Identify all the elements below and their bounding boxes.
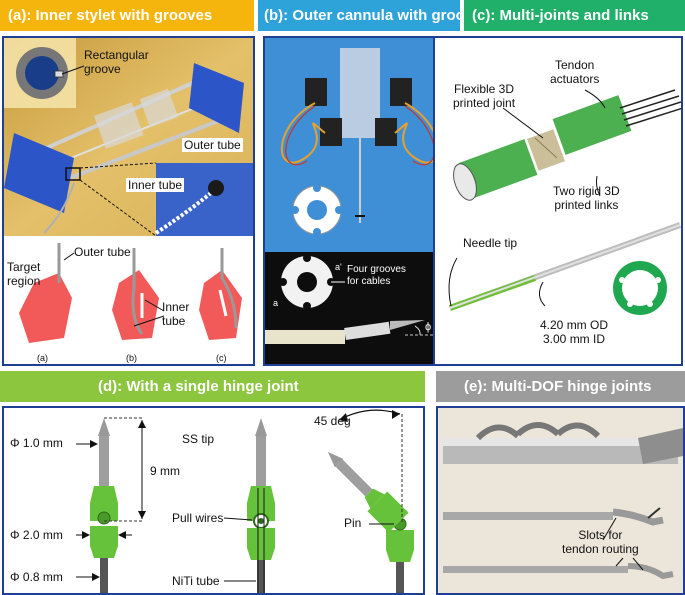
- hinge-tube-middle: [443, 507, 664, 526]
- label-ss-tip: SS tip: [182, 432, 215, 446]
- header-d: (d): With a single hinge joint: [0, 371, 425, 402]
- hinge-tube-bottom: [443, 563, 674, 580]
- label-phi-1: Φ 1.0 mm: [10, 436, 63, 450]
- label-slots-tendon: Slots for tendon routing: [562, 528, 639, 556]
- label-45-deg: 45 deg: [314, 414, 351, 428]
- label-four-grooves: Four grooves for cables: [347, 264, 406, 287]
- label-phi: ϕ: [425, 321, 432, 333]
- panel-b: Four grooves for cables a' a ϕ: [263, 36, 458, 366]
- label-pull-wires: Pull wires: [172, 511, 224, 525]
- label-target-region: Target region: [7, 260, 41, 288]
- groove-inner-disc: [25, 56, 59, 90]
- needle-bent-right: [327, 451, 414, 593]
- label-a: a: [273, 298, 279, 308]
- panel-c-figure: [448, 89, 681, 315]
- tissue-b: [112, 270, 159, 340]
- needle-straight-left: [90, 418, 118, 593]
- label-flexible-joint: Flexible 3D printed joint: [453, 82, 516, 110]
- label-outer-tube: Outer tube: [74, 245, 131, 259]
- label-dimensions: 4.20 mm OD 3.00 mm ID: [540, 318, 609, 346]
- panel-a-figure: [4, 38, 253, 343]
- label-a-prime: a': [335, 262, 342, 272]
- tissue-c: [199, 270, 242, 340]
- label-rectangular-groove: Rectangular groove: [84, 48, 149, 76]
- header-e: (e): Multi-DOF hinge joints: [436, 371, 685, 402]
- label-needle-tip: Needle tip: [463, 236, 518, 250]
- label-sub-b: (b): [126, 353, 137, 363]
- rigid-link-left: [453, 139, 538, 201]
- zoom-inset: [156, 163, 253, 236]
- blue-plate-right: [189, 63, 244, 133]
- label-niti-tube: NiTi tube: [172, 574, 220, 588]
- label-phi-2: Φ 2.0 mm: [10, 528, 63, 542]
- blue-plate-left: [4, 133, 74, 213]
- panel-d: Φ 1.0 mm Φ 2.0 mm Φ 0.8 mm 9 mm SS tip P…: [2, 406, 425, 595]
- label-9mm: 9 mm: [150, 464, 180, 478]
- rigid-link-right: [552, 95, 632, 155]
- label-sub-a: (a): [37, 353, 48, 363]
- cannula-photo: [265, 330, 345, 344]
- panel-a: Rectangular groove Outer tube Inner tube…: [2, 36, 255, 366]
- label-inner-tube: Inner tube: [162, 300, 190, 328]
- header-b: (b): Outer cannula with grooves: [258, 0, 490, 31]
- cross-section-ring: [613, 261, 667, 315]
- cross-section-disc-top: [291, 184, 343, 236]
- needle-section-middle: [247, 418, 275, 593]
- panel-e: Slots for tendon routing: [436, 406, 685, 595]
- hinge-tube-large: [443, 422, 683, 464]
- cross-section-disc-bottom: [279, 254, 335, 310]
- label-inner-tube-photo: Inner tube: [126, 178, 185, 192]
- label-rigid-links: Two rigid 3D printed links: [553, 184, 620, 212]
- label-phi-08: Φ 0.8 mm: [10, 570, 63, 584]
- label-pin: Pin: [344, 516, 362, 530]
- header-a: (a): Inner stylet with grooves: [0, 0, 254, 31]
- label-tendon-actuators: Tendon actuators: [550, 58, 600, 86]
- flexible-joint: [527, 129, 565, 171]
- header-c: (c): Multi-joints and links: [464, 0, 685, 31]
- label-sub-c: (c): [216, 353, 227, 363]
- panel-e-figure: [438, 408, 683, 593]
- panel-c: Tendon actuators Flexible 3D printed joi…: [433, 36, 683, 366]
- tissue-a: [19, 273, 72, 343]
- panel-d-figure: [76, 409, 414, 593]
- panel-b-figure: [265, 38, 456, 364]
- label-outer-tube-photo: Outer tube: [182, 138, 243, 152]
- rectangular-groove-mark: [54, 70, 64, 78]
